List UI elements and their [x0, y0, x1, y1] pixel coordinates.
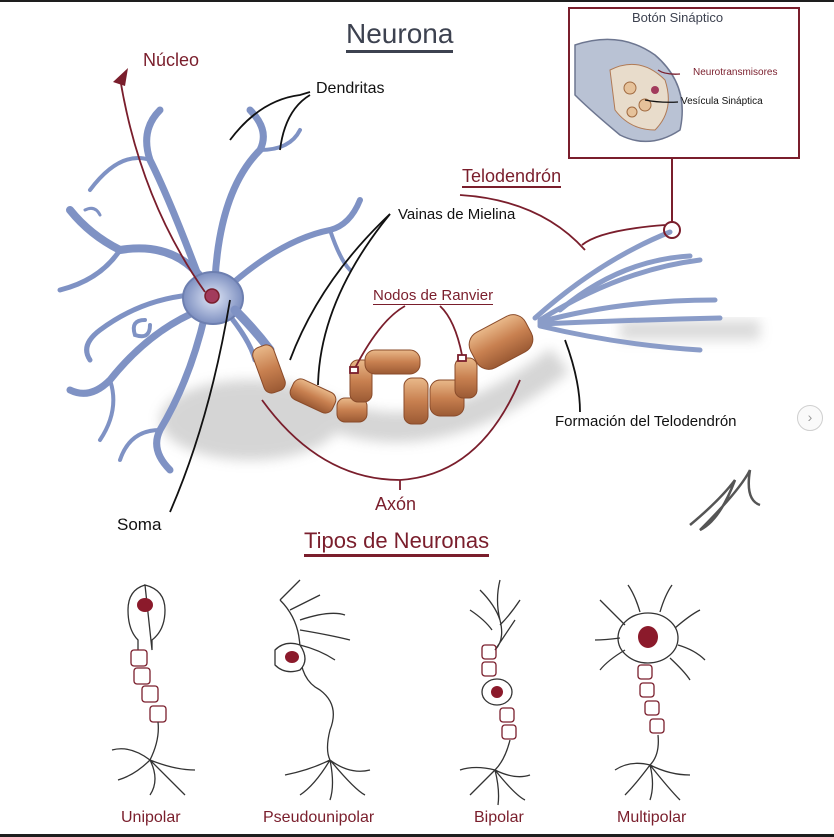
page-title: Neurona: [346, 20, 454, 53]
telodendron-leader: [459, 194, 586, 251]
type-unipolar: [111, 584, 196, 796]
nucleo-leader: [119, 77, 206, 293]
nodos-leader-2: [439, 305, 463, 356]
formacion-leader: [564, 339, 581, 413]
neurotransmisores-leader: [657, 69, 681, 75]
vainas-leader-2: [317, 213, 391, 386]
inset-label-vesicula: Vesícula Sináptica: [681, 96, 763, 107]
label-axon: Axón: [375, 494, 417, 514]
types-title: Tipos de Neuronas: [304, 530, 490, 557]
nucleus-dot: [204, 288, 220, 304]
artist-signature: [689, 469, 761, 532]
inset-title: Botón Sináptico: [632, 10, 724, 25]
dendritas-leader-1: [229, 91, 311, 141]
nodos-marker-2: [457, 354, 467, 362]
label-soma: Soma: [117, 515, 162, 534]
label-formacion-telodendron: Formación del Telodendrón: [555, 413, 737, 430]
top-border: [0, 0, 834, 2]
inset-connector-circle: [663, 221, 681, 239]
telodendron-branches: [532, 229, 723, 353]
myelin-sheaths: [252, 314, 534, 425]
label-nodos-de-ranvier: Nodos de Ranvier: [373, 287, 494, 305]
bottom-border: [0, 834, 834, 837]
inset-label-neurotransmisores: Neurotransmisores: [693, 67, 778, 78]
label-vainas-de-mielina: Vainas de Mielina: [398, 206, 516, 223]
label-telodendron: Telodendrón: [462, 166, 562, 188]
type-pseudounipolar: [274, 579, 371, 801]
vainas-leader-1: [289, 213, 391, 361]
nodos-marker-1: [349, 366, 359, 374]
soma-leader: [169, 299, 231, 513]
nucleo-arrow: [113, 68, 128, 86]
type-multipolar: [594, 584, 706, 801]
leader-lines: [113, 68, 666, 513]
label-nucleo: Núcleo: [143, 50, 200, 70]
type-label-unipolar: Unipolar: [121, 809, 181, 826]
telodendron-bracket-top: [581, 224, 666, 246]
vesicula-leader: [644, 99, 679, 103]
type-label-multipolar: Multipolar: [617, 809, 687, 826]
nodos-leader-1: [354, 305, 406, 369]
synaptic-button-drawing: [574, 38, 683, 143]
dendrites: [57, 106, 363, 474]
type-label-pseudounipolar: Pseudounipolar: [263, 809, 375, 826]
label-dendritas: Dendritas: [316, 80, 385, 97]
dendritas-leader-2: [279, 94, 311, 151]
next-slide-button[interactable]: ›: [797, 405, 823, 431]
type-label-bipolar: Bipolar: [474, 809, 524, 826]
type-bipolar: [459, 579, 531, 806]
